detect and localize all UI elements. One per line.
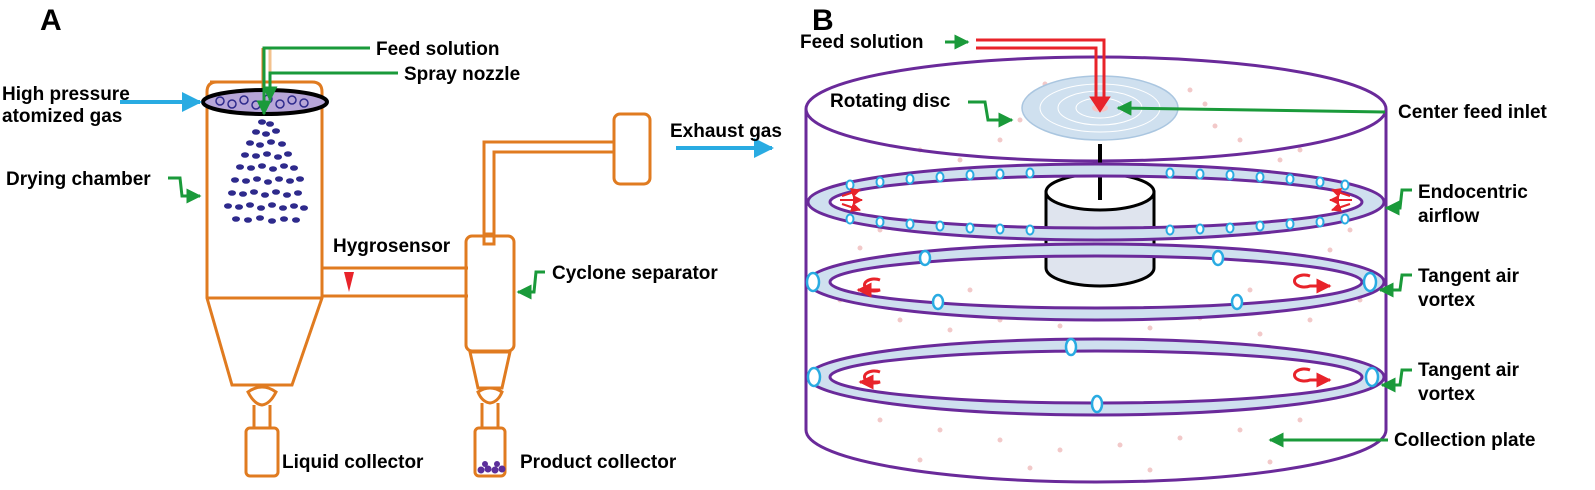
label-exhaust-gas: Exhaust gas — [670, 121, 782, 142]
label-endocentric-line1: Endocentric — [1418, 182, 1528, 203]
pointer-arrows-b — [945, 34, 1412, 448]
panel-label-b: B — [812, 4, 834, 37]
label-collection-plate: Collection plate — [1394, 430, 1535, 451]
label-tangent1-line2: vortex — [1418, 290, 1475, 311]
label-feed-solution-b: Feed solution — [800, 32, 924, 53]
label-center-feed-inlet: Center feed inlet — [1398, 102, 1548, 123]
label-liquid-collector: Liquid collector — [282, 452, 424, 473]
label-feed-solution-a: Feed solution — [376, 39, 500, 60]
endocentric-ring — [806, 162, 1386, 242]
label-drying-chamber: Drying chamber — [6, 169, 151, 190]
label-gas-line2: atomized gas — [2, 106, 122, 127]
label-tangent2-line2: vortex — [1418, 384, 1475, 405]
label-cyclone-separator: Cyclone separator — [552, 263, 718, 284]
liquid-collector — [244, 385, 280, 478]
label-product-collector: Product collector — [520, 452, 677, 473]
panel-b: B — [800, 4, 1548, 484]
drying-chamber — [205, 80, 324, 387]
label-spray-nozzle: Spray nozzle — [404, 64, 520, 85]
label-hygrosensor: Hygrosensor — [333, 236, 451, 257]
panel-label-a: A — [40, 4, 62, 37]
hygrosensor-marker — [344, 272, 354, 292]
label-gas-line1: High pressure — [2, 84, 130, 105]
endocentric-flow-arrows — [840, 188, 1352, 212]
panel-a: A — [2, 4, 782, 478]
product-particles — [477, 461, 506, 474]
label-tangent2-line1: Tangent air — [1418, 360, 1520, 381]
endocentric-holes — [845, 167, 1350, 236]
feed-pipe-b — [976, 38, 1111, 113]
label-rotating-disc: Rotating disc — [830, 91, 951, 112]
tangent-ring-1 — [805, 242, 1386, 322]
exhaust-pipe — [482, 112, 652, 246]
cyclone-separator — [464, 234, 516, 478]
connecting-pipe — [322, 266, 468, 298]
label-tangent1-line1: Tangent air — [1418, 266, 1520, 287]
cylinder-body — [804, 55, 1388, 484]
label-endocentric-line2: airflow — [1418, 206, 1479, 227]
spray-particles — [224, 119, 308, 224]
tangent-ring-2 — [806, 337, 1386, 417]
pointer-arrows-a — [168, 46, 545, 300]
